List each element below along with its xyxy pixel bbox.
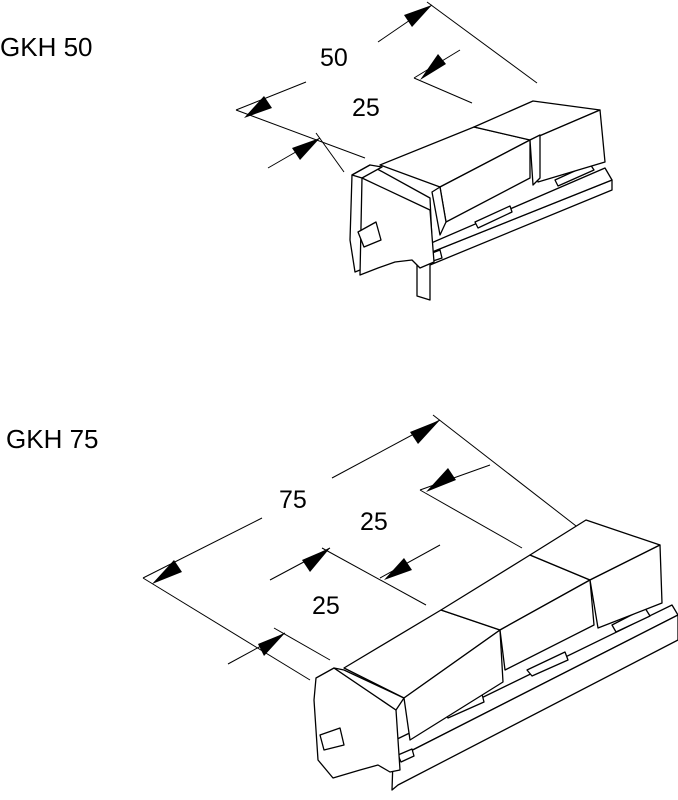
product-label-gkh50: GKH 50 — [0, 32, 93, 62]
dimension-value-25-lower: 25 — [312, 592, 340, 620]
gkh75-body — [313, 519, 678, 791]
dimension-25-upper — [269, 464, 523, 606]
dimension-value-50: 50 — [320, 44, 348, 72]
gkh50-body — [349, 100, 613, 301]
dimension-75 — [142, 414, 599, 681]
dimension-25 — [267, 49, 473, 173]
dimension-value-25: 25 — [352, 94, 380, 122]
dimension-50 — [235, 1, 538, 159]
dimension-25-lower — [227, 627, 331, 665]
dimension-value-25-upper: 25 — [360, 508, 388, 536]
dimension-value-75: 75 — [279, 486, 307, 514]
product-label-gkh75: GKH 75 — [6, 424, 99, 454]
